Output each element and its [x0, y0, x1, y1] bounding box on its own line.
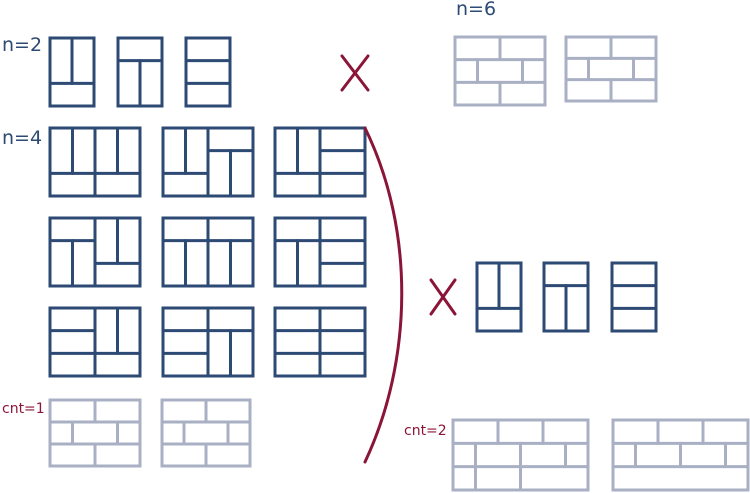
tiling-cnt1-b — [160, 398, 252, 468]
cnt2-label: cnt=2 — [404, 423, 447, 439]
tiling-right-a — [475, 261, 523, 333]
tiling-n2-a — [48, 36, 96, 108]
tiling-n4-2-1 — [48, 216, 142, 288]
tiling-cnt2-a — [451, 418, 590, 492]
tiling-n2-c — [184, 36, 232, 108]
cross-stroke — [340, 54, 370, 92]
tiling-cnt1-a — [48, 398, 142, 468]
tiling-n4-1-3 — [273, 126, 367, 198]
cnt1-label: cnt=1 — [2, 401, 45, 417]
tiling-n4-1-1 — [48, 126, 142, 198]
n4-label: n=4 — [2, 127, 43, 149]
arc-path — [363, 126, 404, 464]
tiling-n4-2-3 — [273, 216, 367, 288]
tiling-n4-3-2 — [161, 306, 255, 378]
tiling-n4-1-2 — [161, 126, 255, 198]
tile-border — [610, 261, 658, 333]
tiling-n4-3-1 — [48, 306, 142, 378]
grouping-bracket-arc — [363, 126, 404, 464]
tiling-cnt2-b — [611, 418, 750, 492]
tiling-n4-3-3 — [273, 306, 367, 378]
tiling-right-c — [610, 261, 658, 333]
tiling-n6-a — [453, 35, 547, 107]
cross-mark-top — [340, 54, 370, 92]
cross-stroke — [429, 278, 457, 316]
tile-border — [611, 418, 750, 492]
tiling-right-b — [542, 261, 590, 333]
tiling-n4-2-2 — [161, 216, 255, 288]
tile-border — [184, 36, 232, 108]
n2-label: n=2 — [2, 34, 43, 56]
n6-label: n=6 — [456, 0, 497, 20]
tiling-n6-b — [564, 35, 658, 103]
cross-mark-middle — [429, 278, 457, 316]
tiling-n2-b — [116, 36, 164, 108]
